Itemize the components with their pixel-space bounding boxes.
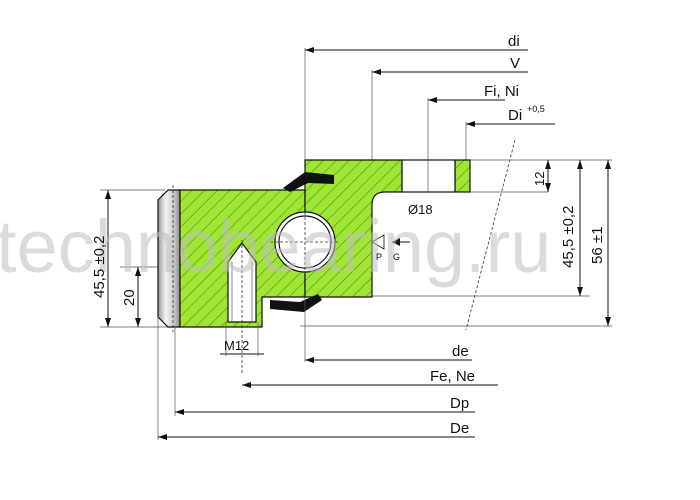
label-Fi-Ni: Fi, Ni bbox=[484, 83, 519, 100]
inner-ring bbox=[304, 159, 403, 298]
bearing-section bbox=[157, 159, 471, 375]
label-20: 20 bbox=[121, 289, 138, 306]
watermark: technobearing.ru bbox=[0, 205, 551, 288]
inner-ring-flange bbox=[454, 159, 471, 193]
bottom-dimension-lines bbox=[157, 297, 498, 440]
label-G: G bbox=[393, 252, 400, 262]
mounting-bore bbox=[401, 159, 456, 193]
lower-seal bbox=[270, 294, 322, 312]
label-De: De bbox=[450, 420, 469, 437]
label-Di-tolerance: +0,5 bbox=[527, 104, 545, 114]
label-Fe-Ne: Fe, Ne bbox=[430, 368, 475, 385]
label-45-5-left: 45,5 ±0,2 bbox=[91, 236, 108, 298]
pg-arrows bbox=[371, 234, 410, 250]
right-dimensions bbox=[545, 160, 611, 326]
label-di: di bbox=[508, 33, 520, 50]
label-Dp: Dp bbox=[450, 395, 469, 412]
label-M12: M12 bbox=[224, 338, 249, 353]
label-bore-diameter: Ø18 bbox=[408, 202, 433, 217]
label-P: P bbox=[376, 252, 382, 262]
threaded-hole bbox=[227, 240, 257, 375]
left-dimensions bbox=[105, 190, 141, 327]
label-Di: Di bbox=[508, 107, 522, 124]
label-56: 56 ±1 bbox=[589, 227, 606, 264]
label-de: de bbox=[452, 343, 469, 360]
label-12: 12 bbox=[532, 172, 547, 186]
upper-seal bbox=[283, 172, 334, 192]
top-dimension-lines bbox=[304, 47, 555, 331]
label-45-5-right: 45,5 ±0,2 bbox=[560, 206, 577, 268]
label-V: V bbox=[510, 55, 520, 72]
